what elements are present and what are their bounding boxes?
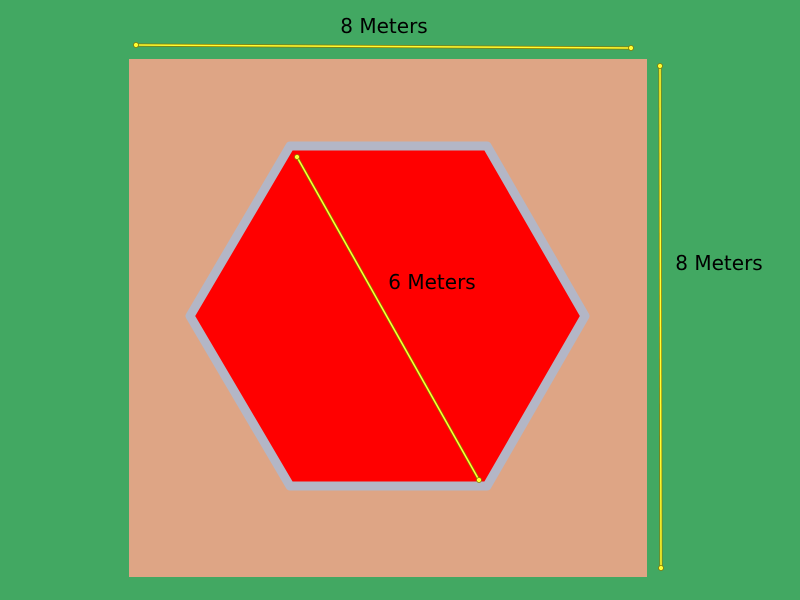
square-width-label: 8 Meters xyxy=(340,14,428,38)
square-height-label: 8 Meters xyxy=(675,251,763,275)
diagonal-line-start-dot xyxy=(294,154,300,160)
width-line-start-dot xyxy=(133,42,139,48)
hexagon-diagonal-label: 6 Meters xyxy=(388,270,476,294)
width-dimension-line xyxy=(133,42,634,51)
height-line-end-dot xyxy=(658,565,664,571)
height-line-start-dot xyxy=(657,63,663,69)
width-line-end-dot xyxy=(628,45,634,51)
hexagon-diagonal-line xyxy=(294,154,482,483)
height-dimension-line xyxy=(657,63,664,571)
diagonal-line-end-dot xyxy=(476,477,482,483)
